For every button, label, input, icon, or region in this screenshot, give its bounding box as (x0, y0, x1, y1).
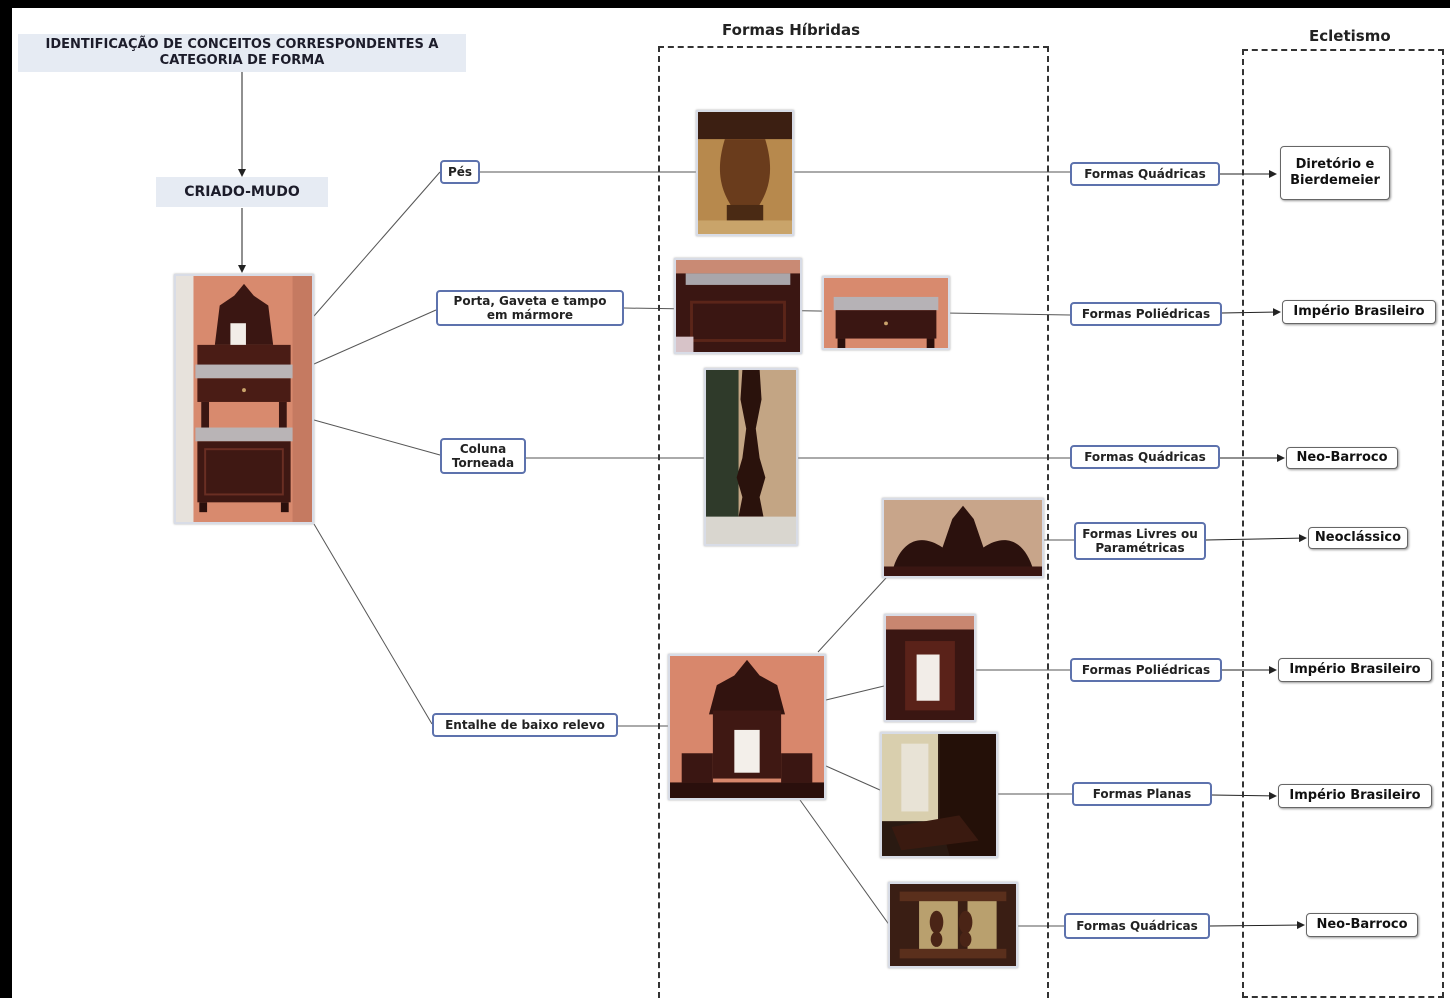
style-label-3: Neo-Barroco (1286, 447, 1398, 469)
element-coluna: Coluna Torneada (440, 438, 526, 474)
line-to-coluna (313, 419, 441, 456)
form-label-4: Formas Livres ou Paramétricas (1074, 522, 1206, 560)
mirror-door-photo (884, 614, 976, 722)
carved-top-photo (882, 498, 1044, 578)
line-fan-flat (825, 765, 881, 791)
arrow-form7 (1209, 921, 1305, 930)
root-label: CRIADO-MUDO (156, 177, 328, 207)
form-label-2: Formas Poliédricas (1070, 302, 1222, 326)
arrow-form6 (1211, 791, 1277, 800)
line-to-porta (313, 309, 437, 365)
turned-column-photo (704, 368, 798, 546)
line-fan-carved (817, 577, 887, 653)
drawer-marble-photo (822, 276, 950, 350)
form-label-5: Formas Poliédricas (1070, 658, 1222, 682)
flat-panel-photo (880, 732, 998, 858)
foot-photo (696, 110, 794, 236)
form-label-6: Formas Planas (1072, 782, 1212, 806)
door-drawer-photo (674, 258, 802, 354)
line-fan-mirror (825, 685, 885, 701)
style-label-5: Império Brasileiro (1278, 658, 1432, 682)
arrow-form4 (1205, 534, 1307, 543)
balusters-photo (888, 882, 1018, 968)
element-entalhe: Entalhe de baixo relevo (432, 713, 618, 737)
element-pes: Pés (440, 160, 480, 184)
nightstand-photo (174, 274, 314, 524)
style-label-6: Império Brasileiro (1278, 784, 1432, 808)
line-to-pes (313, 171, 441, 317)
eclecticism-region (1242, 49, 1444, 998)
line-fan-baluster (799, 799, 891, 927)
element-porta-gaveta: Porta, Gaveta e tampo em mármore (436, 290, 624, 326)
section-hybrid-title: Formas Híbridas (722, 21, 861, 39)
diagram-title: IDENTIFICAÇÃO DE CONCEITOS CORRESPONDENT… (18, 34, 466, 72)
mirror-crest-photo (668, 654, 826, 800)
section-eclecticism-title: Ecletismo (1309, 27, 1391, 45)
style-label-7: Neo-Barroco (1306, 913, 1418, 937)
form-label-7: Formas Quádricas (1064, 913, 1210, 939)
hybrid-forms-region (658, 46, 1049, 998)
style-label-2: Império Brasileiro (1282, 300, 1436, 324)
form-label-3: Formas Quádricas (1070, 445, 1220, 469)
form-label-1: Formas Quádricas (1070, 162, 1220, 186)
style-label-1: Diretório e Bierdemeier (1280, 146, 1390, 200)
style-label-4: Neoclássico (1308, 527, 1408, 549)
line-to-entalhe (313, 523, 433, 725)
arrow-form2 (1221, 308, 1281, 317)
